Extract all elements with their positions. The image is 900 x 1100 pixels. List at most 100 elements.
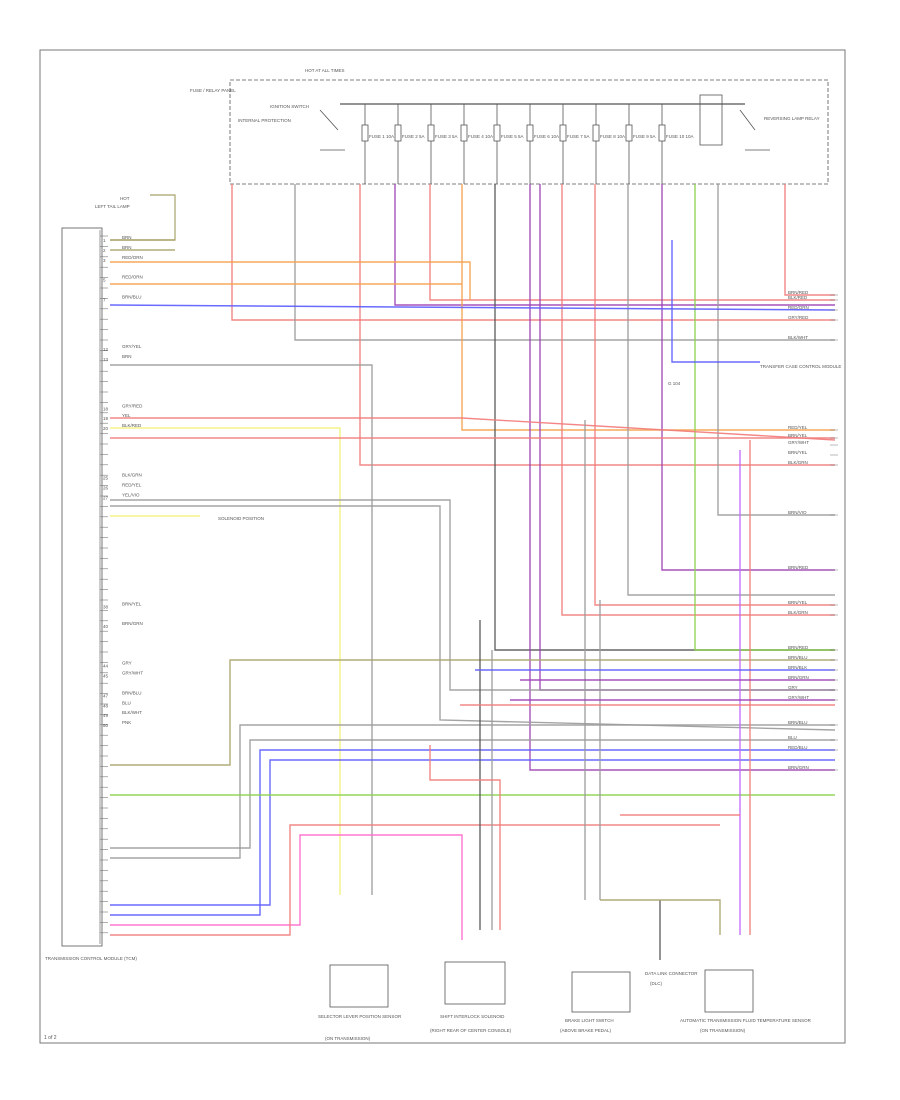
wire-color-label: GRY/RED — [122, 403, 143, 408]
shift-interlock-sub: (RIGHT REAR OF CENTER CONSOLE) — [430, 1028, 512, 1033]
pin-number: 18 — [103, 406, 109, 411]
pin-number: 12 — [103, 347, 109, 352]
relay-left-label: IGNITION SWITCH — [270, 104, 309, 109]
wire-color-label: BLK/GRN — [788, 460, 808, 465]
fuse-label: FUSE 3 5A — [435, 134, 458, 139]
component-dlc: DATA LINK CONNECTOR (DLC) — [645, 971, 698, 986]
component-shift-interlock: SHIFT INTERLOCK SOLENOID (RIGHT REAR OF … — [430, 961, 512, 1033]
pin-number: 3 — [103, 258, 106, 263]
component-brake-switch: BRAKE LIGHT SWITCH (ABOVE BRAKE PEDAL) — [560, 971, 631, 1033]
left-tail-lamp: LEFT TAIL LAMP HOT — [95, 194, 176, 241]
fuse-block-outline — [229, 79, 829, 185]
wire-color-label: GRY/WHT — [788, 695, 809, 700]
fuse-label: FUSE 5 5A — [501, 134, 524, 139]
wire — [294, 184, 835, 341]
lamp-wire — [110, 194, 176, 241]
tcm-label: TRANSMISSION CONTROL MODULE (TCM) — [45, 956, 137, 961]
wire-color-label: GRY/WHT — [122, 671, 143, 676]
wire-color-label: BRN/RED — [788, 290, 809, 295]
pin-number: 44 — [103, 664, 109, 669]
fuse-label: FUSE 1 10A — [369, 134, 394, 139]
fuse-icon — [592, 124, 600, 142]
pin-number: 48 — [103, 703, 109, 708]
wire-color-label: BRN/YEL — [788, 600, 808, 605]
wire — [394, 184, 835, 306]
wire-color-label: RED/ORN — [788, 305, 809, 310]
pin-number: 19 — [103, 416, 109, 421]
wire — [461, 184, 835, 431]
right-callout: TRANSFER CASE CONTROL MODULE — [760, 364, 841, 369]
fuse-icon — [493, 124, 501, 142]
wire-color-label: BLK/WHT — [788, 335, 808, 340]
pin-number: 5 — [103, 278, 106, 283]
right-label-group: BRN/REDBLK/REDRED/ORNGRY/REDBLK/WHTRED/Y… — [788, 290, 838, 771]
wire — [429, 184, 835, 301]
wire-color-label: BRN — [122, 245, 132, 250]
wire-color-label: BLK/RED — [788, 295, 808, 300]
wire — [110, 364, 373, 895]
wire — [561, 184, 835, 616]
wire — [359, 184, 835, 466]
wire — [671, 240, 760, 363]
dlc-sub: (DLC) — [650, 981, 663, 986]
selector-sensor-sub: (ON TRANSMISSION) — [325, 1036, 371, 1041]
fuse-label: FUSE 2 5A — [402, 134, 425, 139]
pin-number: 40 — [103, 624, 109, 629]
wire-color-label: BRN/YEL — [788, 450, 808, 455]
sensor-label: SOLENOID POSITION — [218, 516, 264, 521]
wire — [110, 724, 835, 859]
pin-number: 2 — [103, 248, 106, 253]
wire — [594, 184, 835, 606]
fuse-icon — [658, 124, 666, 142]
wire-color-label: PNK — [122, 720, 131, 725]
wire — [231, 184, 835, 321]
wire-group — [109, 184, 836, 960]
pin-number: 50 — [103, 723, 109, 728]
wire — [717, 184, 835, 516]
wire-color-label: GRY — [122, 661, 132, 666]
wire-color-label: RED/YEL — [788, 425, 808, 430]
pin-number: 26 — [103, 486, 109, 491]
wire-color-label: BRN/BLK — [788, 665, 807, 670]
wire — [494, 184, 835, 651]
fuse-block-header: HOT AT ALL TIMES — [305, 68, 345, 73]
wire — [110, 834, 463, 940]
wire-color-label: BRN/GRN — [788, 765, 809, 770]
fuse-label: FUSE 10 10A — [666, 134, 694, 139]
pin-number: 20 — [103, 426, 109, 431]
component-atf-sensor: AUTOMATIC TRANSMISSION FLUID TEMPERATURE… — [680, 969, 812, 1033]
wire-color-label: YEL — [122, 413, 131, 418]
shift-interlock-box — [444, 961, 506, 1005]
wire-color-label: GRY — [788, 685, 798, 690]
switch-icon — [739, 109, 770, 151]
wire — [110, 505, 836, 731]
pin-number: 13 — [103, 357, 109, 362]
wire-color-label: BLK/GRN — [788, 610, 808, 615]
wire-color-label: BRN — [122, 235, 132, 240]
pin-number: 38 — [103, 604, 109, 609]
wire-color-label: RED/YEL — [122, 483, 142, 488]
wire-color-label: GRY/YEL — [122, 344, 142, 349]
fuse-label: FUSE 8 10A — [600, 134, 625, 139]
wire — [627, 184, 835, 596]
wire — [110, 417, 836, 441]
wire — [661, 184, 835, 571]
fuse-label: FUSE 9 5A — [633, 134, 656, 139]
wire — [110, 739, 835, 849]
ground-note: G 104 — [668, 381, 681, 386]
lamp-label: LEFT TAIL LAMP — [95, 204, 130, 209]
wire-color-label: BRN — [122, 354, 132, 359]
wire-color-label: BLU — [788, 735, 797, 740]
wire-color-label: BRN/BLU — [788, 655, 808, 660]
fuse-relay-panel: FUSE / RELAY PANEL HOT AT ALL TIMES INTE… — [190, 68, 829, 185]
wire-color-label: BRN/BLU — [788, 720, 808, 725]
wire — [529, 184, 835, 771]
wire-color-label: BRN/RED — [788, 645, 809, 650]
page-number: 1 of 2 — [44, 1035, 57, 1041]
component-selector-sensor: SELECTOR LEVER POSITION SENSOR (ON TRANS… — [318, 964, 402, 1041]
fuse-icon — [361, 124, 369, 142]
fuse-icon — [460, 124, 468, 142]
wire-color-label: BRN/GRN — [122, 621, 143, 626]
pin-number: 27 — [103, 495, 109, 500]
